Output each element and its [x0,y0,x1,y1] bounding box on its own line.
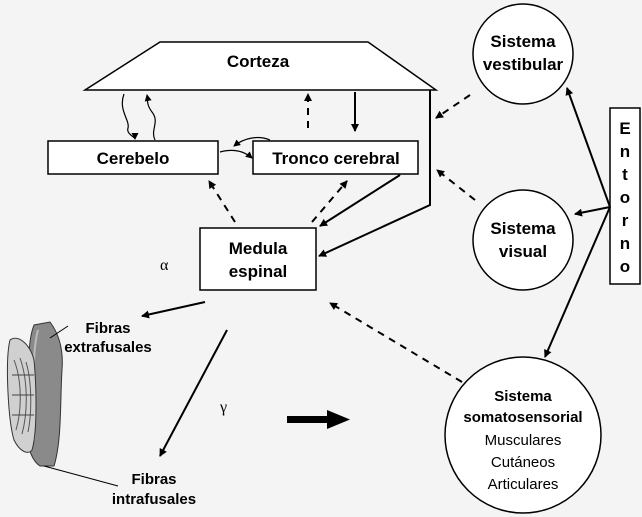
somato-item-cutaneos: Cutáneos [491,454,555,471]
arrow-vestibular-tronco [435,94,471,119]
arrow-tronco-medula [319,174,401,227]
arrow-cerebelo-corteza [144,94,156,141]
entorno-letter: t [622,165,628,184]
arrow-medula-cerebelo [208,180,236,223]
gamma-label: γ [219,399,227,416]
arrow-corteza-medula [318,90,431,257]
thick-arrow [287,410,350,429]
arrow-corteza-cerebelo [121,93,139,140]
entorno-letter: o [620,188,630,207]
muscle-spindle-illustration [6,321,119,487]
entorno-letter: n [620,142,630,161]
arrow-somato-medula [329,302,463,383]
visual-label-1: Sistema [490,219,556,238]
corteza-node: Corteza [82,41,439,91]
medula-label-1: Medula [229,239,288,258]
entorno-letter: r [622,211,629,230]
alpha-label: α [160,257,169,274]
somato-item-musculares: Musculares [485,432,562,449]
vestibular-label-2: vestibular [483,55,564,74]
cerebelo-label: Cerebelo [97,149,170,168]
sistema-visual-node: Sistema visual [472,189,574,291]
sistema-vestibular-node: Sistema vestibular [472,3,574,105]
intrafusales-label-1: Fibras [131,471,176,488]
arrow-gamma [159,329,228,457]
entorno-letter: o [620,257,630,276]
dashed-arrows [208,93,476,383]
extrafusales-label-2: extrafusales [64,339,152,356]
extrafusales-label-1: Fibras [85,320,130,337]
arrow-cerebelo-tronco [219,149,253,159]
arrow-medula-tronco [311,180,348,223]
intrafusales-label-2: intrafusales [112,491,196,508]
vestibular-label-1: Sistema [490,32,556,51]
corteza-label: Corteza [227,52,290,71]
somato-label-2: somatosensorial [463,409,582,426]
cerebelo-node: Cerebelo [47,140,219,175]
somato-item-articulares: Articulares [488,476,559,493]
tronco-cerebral-label: Tronco cerebral [272,149,400,168]
visual-label-2: visual [499,242,547,261]
solid-arrows [121,87,611,457]
arrow-entorno-vestibular [565,87,611,208]
sistema-somatosensorial-node: Sistema somatosensorial Musculares Cután… [444,356,602,514]
medula-espinal-node: Medula espinal [199,227,317,291]
entorno-letter: E [619,119,630,138]
arrow-tronco-cerebelo [233,136,271,147]
entorno-letter: n [620,234,630,253]
arrow-alpha [141,301,206,319]
medula-label-2: espinal [229,262,288,281]
entorno-node: E n t o r n o [609,107,641,285]
arrow-entorno-visual [574,206,611,217]
arrow-visual-tronco [436,169,476,201]
arrow-entorno-somato [544,206,611,358]
tronco-cerebral-node: Tronco cerebral [252,140,419,175]
somato-label-1: Sistema [494,388,552,405]
